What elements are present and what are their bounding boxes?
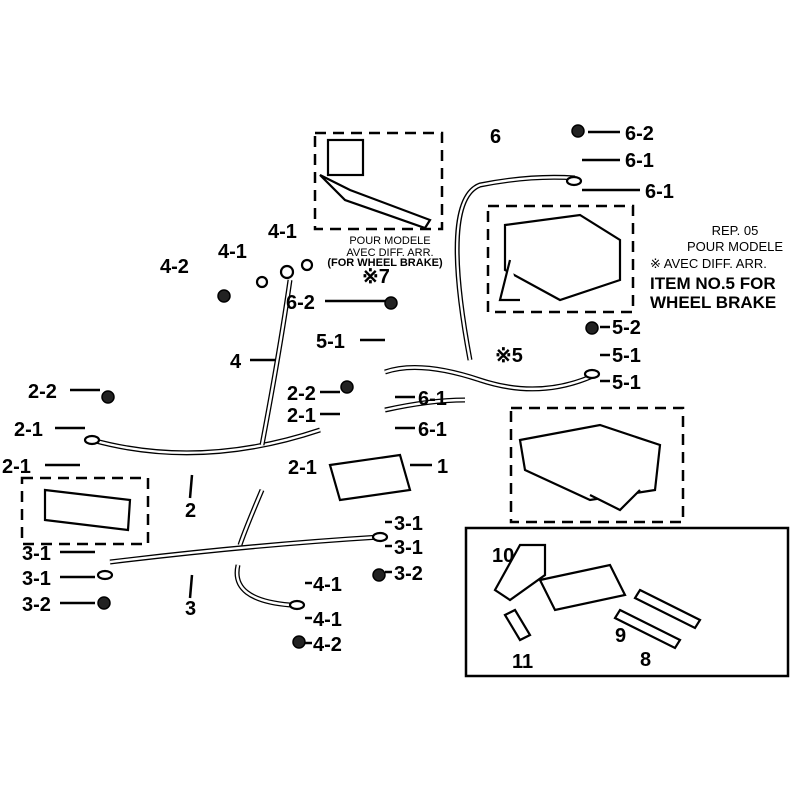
callout-6-1: 6-1 [625, 150, 654, 172]
callout-6: 6 [490, 126, 501, 148]
callout-2-1: 2-1 [287, 405, 316, 427]
callout-2-1: 2-1 [2, 456, 31, 478]
callout-4-1: 4-1 [268, 221, 297, 243]
callout-6-1: 6-1 [418, 419, 447, 441]
note-right-line1: REP. 05 [712, 223, 759, 238]
callout-7: ※7 [362, 266, 390, 288]
callout-5-1: 5-1 [316, 331, 345, 353]
callout-5: ※5 [495, 345, 523, 367]
callout-1: 1 [437, 456, 448, 478]
callout-3-2: 3-2 [394, 563, 423, 585]
note-left-line3: (FOR WHEEL BRAKE) [327, 257, 443, 269]
callout-2-2: 2-2 [28, 381, 57, 403]
callout-3-1: 3-1 [394, 537, 423, 559]
parts [43, 124, 702, 650]
caliper-upper-box [486, 204, 635, 314]
note-left-line1: POUR MODELE [349, 235, 430, 247]
callout-4: 4 [230, 351, 242, 373]
master-cylinder-option-box [313, 131, 444, 231]
callout-3-1: 3-1 [22, 568, 51, 590]
callout-5-1: 5-1 [612, 345, 641, 367]
callout-3: 3 [185, 598, 196, 620]
callout-8: 8 [640, 649, 651, 671]
caliper-lower-box [509, 406, 685, 524]
callout-11: 11 [512, 651, 533, 673]
note-right-line5: WHEEL BRAKE [650, 293, 776, 312]
note-right-line2: POUR MODELE [687, 239, 783, 254]
brake-pipes [91, 174, 597, 608]
callout-3-1: 3-1 [394, 513, 423, 535]
callout-4-1: 4-1 [313, 609, 342, 631]
callout-6-1: 6-1 [418, 388, 447, 410]
callout-2-1: 2-1 [288, 457, 317, 479]
callout-2-2: 2-2 [287, 383, 316, 405]
callout-9: 9 [615, 625, 626, 647]
callout-3-1: 3-1 [22, 543, 51, 565]
callout-4-1: 4-1 [313, 574, 342, 596]
junction-box [20, 476, 150, 546]
note-right-line3: ※ AVEC DIFF. ARR. [650, 256, 767, 271]
callout-4-1: 4-1 [218, 241, 247, 263]
note-right-line4: ITEM NO.5 FOR [650, 274, 776, 293]
note-left: POUR MODELE AVEC DIFF. ARR. (FOR WHEEL B… [327, 235, 443, 269]
callout-6-2: 6-2 [625, 123, 654, 145]
note-left-line2: AVEC DIFF. ARR. [346, 247, 433, 259]
valve-assembly-box [464, 526, 790, 678]
callout-5-2: 5-2 [612, 317, 641, 339]
callout-6-2: 6-2 [286, 292, 315, 314]
callout-4-2: 4-2 [313, 634, 342, 656]
callout-2-1: 2-1 [14, 419, 43, 441]
callout-2: 2 [185, 500, 196, 522]
leader-lines [45, 130, 640, 645]
callout-3-2: 3-2 [22, 594, 51, 616]
note-right: REP. 05 POUR MODELE ※ AVEC DIFF. ARR. IT… [650, 223, 783, 312]
callout-10: 10 [492, 545, 514, 567]
callout-5-1: 5-1 [612, 372, 641, 394]
callout-4-2: 4-2 [160, 256, 189, 278]
callout-6-1: 6-1 [645, 181, 674, 203]
